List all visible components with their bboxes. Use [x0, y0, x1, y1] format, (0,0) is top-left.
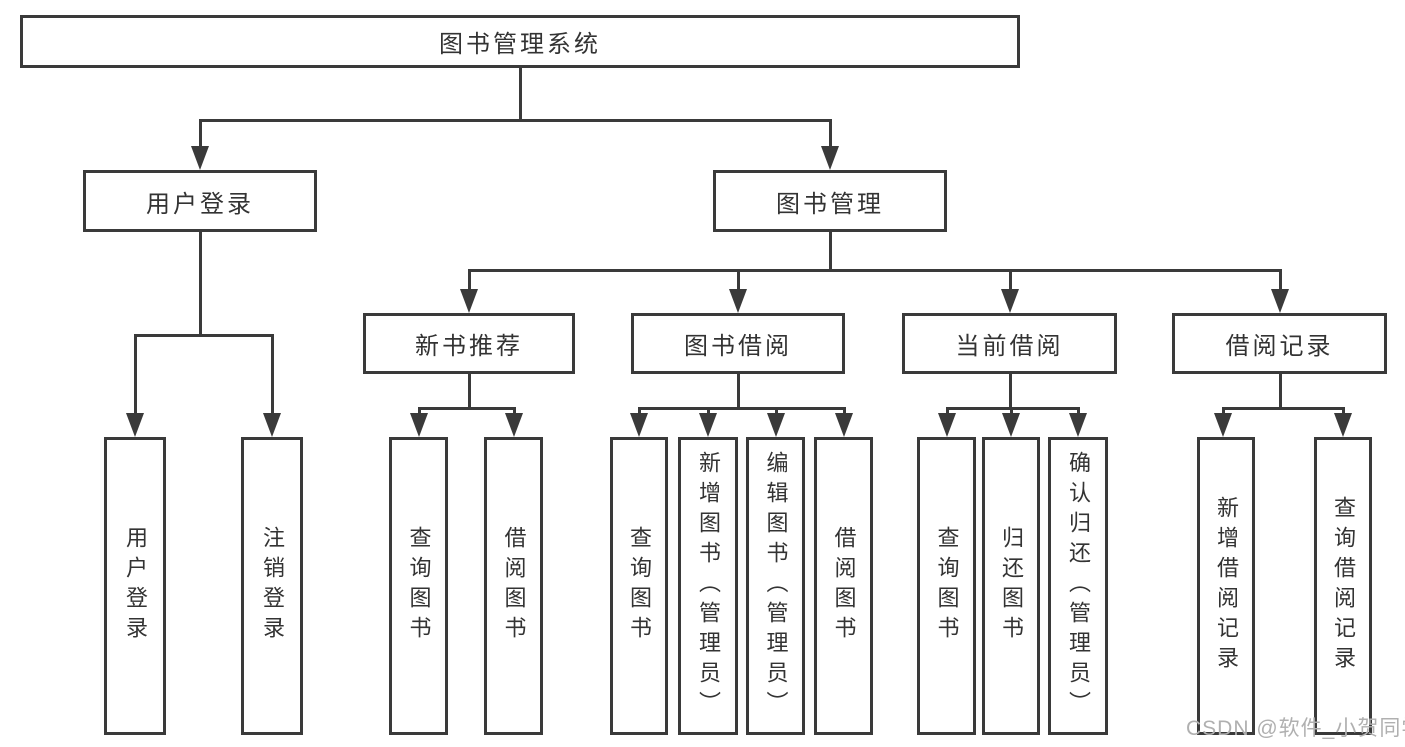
node-book-management: 图书管理 [713, 170, 947, 232]
node-leaf-query-book: 查询图书 [610, 437, 668, 735]
arrowhead-down-icon [1001, 289, 1019, 313]
arrowhead-down-icon [938, 413, 956, 437]
node-leaf-query-record: 查询借阅记录 [1314, 437, 1372, 735]
connector-stem [467, 374, 471, 408]
connector-stem [1278, 374, 1282, 408]
arrowhead-down-icon [1214, 413, 1232, 437]
connector-drop [706, 408, 710, 417]
node-label: 用户登录 [123, 526, 148, 646]
connector-stem [828, 232, 832, 270]
node-leaf-return-book: 归还图书 [982, 437, 1040, 735]
node-label: 图书借阅 [684, 333, 792, 360]
node-label: 编辑图书（管理员） [763, 451, 789, 721]
node-label: 借阅记录 [1225, 333, 1334, 360]
node-label: 用户登录 [146, 190, 254, 218]
arrowhead-down-icon [729, 289, 747, 313]
arrowhead-down-icon [1069, 413, 1087, 437]
node-book-borrowing: 图书借阅 [631, 313, 845, 374]
node-label: 查询图书 [406, 526, 432, 646]
node-leaf-query-book-rec: 查询图书 [389, 437, 448, 735]
connector-stem [198, 232, 202, 335]
node-leaf-edit-book-admin: 编辑图书（管理员） [746, 437, 805, 735]
node-label: 查询借阅记录 [1331, 496, 1356, 676]
connector-drop [198, 120, 202, 150]
node-leaf-user-login: 用户登录 [104, 437, 166, 735]
connector-drop [637, 408, 641, 417]
arrowhead-down-icon [821, 146, 839, 170]
node-label: 归还图书 [999, 526, 1024, 646]
connector-drop [842, 408, 846, 417]
arrowhead-down-icon [767, 413, 785, 437]
node-label: 新增图书（管理员） [696, 451, 721, 721]
node-leaf-borrow-book-rec: 借阅图书 [484, 437, 543, 735]
arrowhead-down-icon [1334, 413, 1352, 437]
node-leaf-borrow-book: 借阅图书 [814, 437, 873, 735]
connector-drop [774, 408, 778, 417]
connector-drop [1008, 270, 1012, 293]
node-label: 查询图书 [627, 526, 652, 646]
connector-bar [417, 406, 516, 410]
connector-bar [198, 118, 832, 122]
connector-drop [467, 270, 471, 293]
node-borrowing-records: 借阅记录 [1172, 313, 1387, 374]
connector-drop [270, 335, 274, 417]
connector-drop [512, 408, 516, 417]
connector-drop [828, 120, 832, 150]
connector-drop [1341, 408, 1345, 417]
connector-bar [133, 333, 274, 337]
node-label: 当前借阅 [955, 333, 1064, 360]
connector-drop [945, 408, 949, 417]
node-leaf-confirm-return: 确认归还（管理员） [1048, 437, 1108, 735]
arrowhead-down-icon [410, 413, 428, 437]
connector-drop [133, 335, 137, 417]
node-label: 注销登录 [260, 526, 285, 646]
connector-stem [518, 68, 522, 120]
node-leaf-logout: 注销登录 [241, 437, 303, 735]
node-user-login: 用户登录 [83, 170, 317, 232]
connector-drop [736, 270, 740, 293]
connector-bar [467, 268, 1282, 272]
node-label: 借阅图书 [831, 526, 857, 646]
node-label: 查询图书 [934, 526, 960, 646]
arrowhead-down-icon [460, 289, 478, 313]
arrowhead-down-icon [1002, 413, 1020, 437]
connector-bar [1221, 406, 1345, 410]
arrowhead-down-icon [630, 413, 648, 437]
node-label: 新增借阅记录 [1214, 496, 1239, 676]
node-label: 图书管理系统 [439, 31, 601, 58]
csdn-watermark: CSDN @软件_小贺同学 [1186, 717, 1405, 740]
node-label: 确认归还（管理员） [1066, 451, 1091, 721]
node-current-borrowing: 当前借阅 [902, 313, 1117, 374]
arrowhead-down-icon [191, 146, 209, 170]
node-label: 图书管理 [776, 190, 884, 218]
node-label: 新书推荐 [415, 333, 523, 360]
connector-drop [417, 408, 421, 417]
node-new-book-recommend: 新书推荐 [363, 313, 575, 374]
connector-drop [1009, 408, 1013, 417]
connector-stem [736, 374, 740, 408]
connector-stem [1008, 374, 1012, 408]
node-leaf-query-current: 查询图书 [917, 437, 976, 735]
arrowhead-down-icon [263, 413, 281, 437]
node-root-system: 图书管理系统 [20, 15, 1020, 68]
node-leaf-add-record: 新增借阅记录 [1197, 437, 1255, 735]
arrowhead-down-icon [835, 413, 853, 437]
node-label: 借阅图书 [501, 526, 527, 646]
arrowhead-down-icon [505, 413, 523, 437]
arrowhead-down-icon [699, 413, 717, 437]
connector-bar [637, 406, 846, 410]
node-leaf-add-book-admin: 新增图书（管理员） [678, 437, 738, 735]
arrowhead-down-icon [1271, 289, 1289, 313]
connector-bar [945, 406, 1080, 410]
connector-drop [1221, 408, 1225, 417]
connector-drop [1278, 270, 1282, 293]
arrowhead-down-icon [126, 413, 144, 437]
connector-drop [1076, 408, 1080, 417]
